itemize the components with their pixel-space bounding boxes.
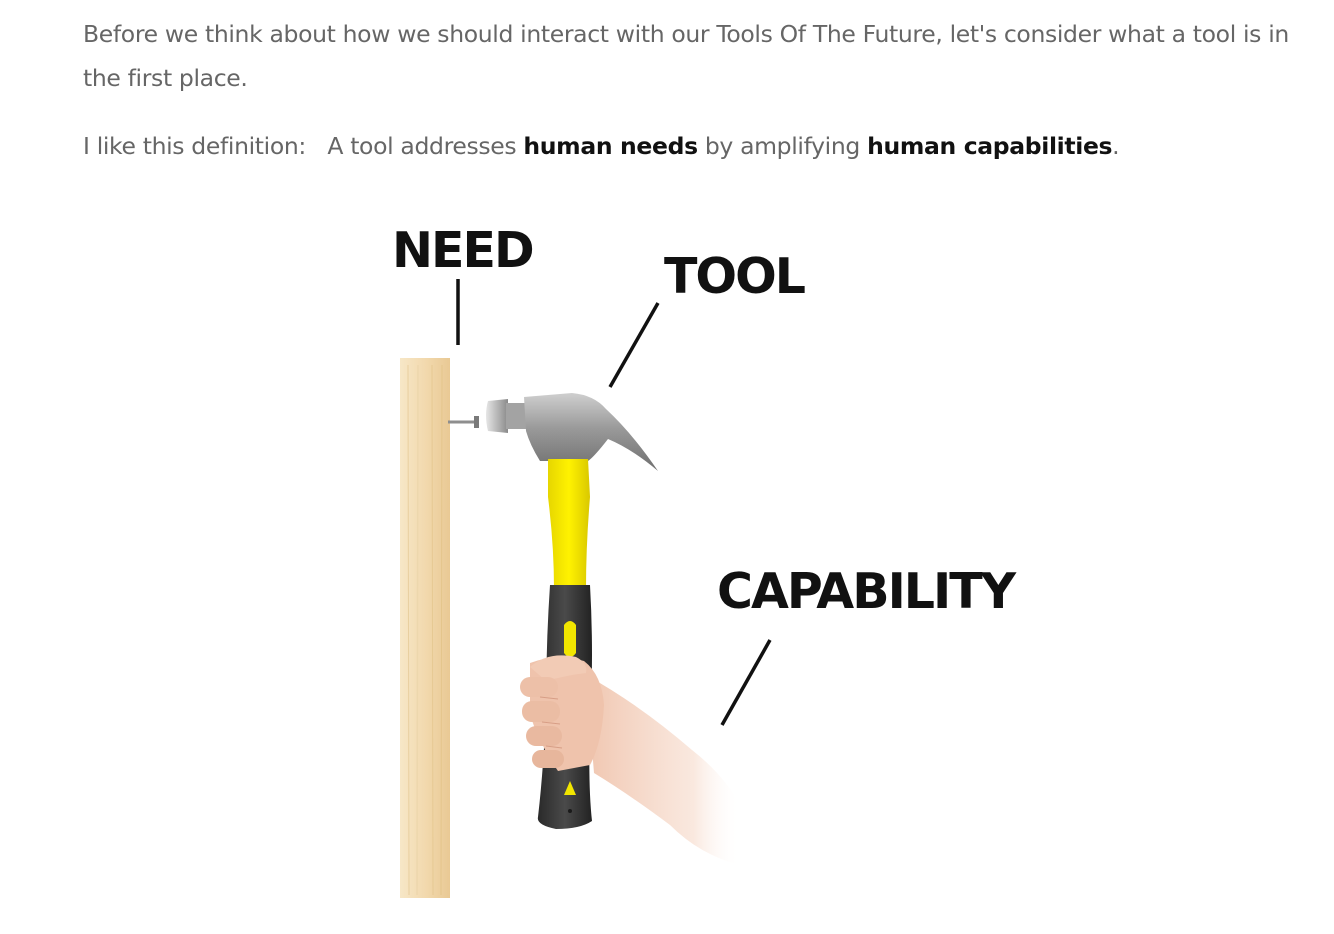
wood-plank-icon (400, 358, 450, 898)
article-body: Before we think about how we should inte… (83, 12, 1298, 168)
intro-text: Before we think about how we should inte… (83, 20, 1289, 92)
capability-leader-line (720, 639, 772, 726)
need-label: NEED (392, 222, 533, 279)
capability-label: CAPABILITY (717, 563, 1017, 620)
definition-paragraph: I like this definition: A tool addresses… (83, 124, 1298, 168)
intro-paragraph: Before we think about how we should inte… (83, 12, 1298, 100)
tool-definition-figure: NEED TOOL CAPABILITY (380, 205, 1020, 915)
definition-middle: by amplifying (697, 132, 868, 160)
tool-label: TOOL (664, 248, 805, 305)
tool-leader-line (608, 302, 660, 388)
human-needs-term: human needs (523, 132, 698, 160)
definition-end: . (1112, 132, 1120, 160)
nail-icon (448, 416, 479, 428)
human-capabilities-term: human capabilities (867, 132, 1113, 160)
definition-lead: I like this definition: A tool addresses (83, 132, 524, 160)
hand-icon (520, 655, 740, 865)
